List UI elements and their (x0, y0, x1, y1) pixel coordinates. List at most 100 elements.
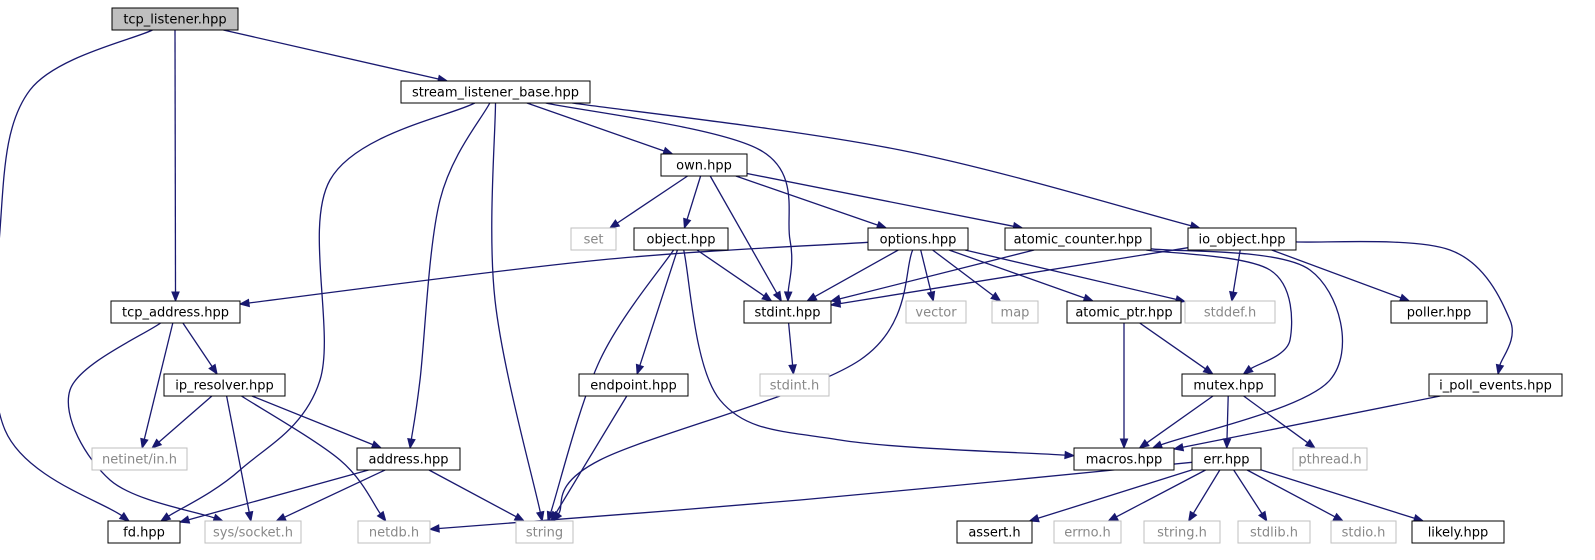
node-mutex[interactable]: mutex.hpp (1181, 373, 1276, 397)
node-box (956, 520, 1033, 544)
edge-tcp_address-to-netinet (143, 322, 174, 440)
node-label: set (584, 233, 604, 248)
arrowhead-own-to-options (875, 220, 888, 230)
node-macros[interactable]: macros.hpp (1073, 447, 1175, 471)
arrowhead-tcp_listener-to-tcp_address (171, 291, 180, 303)
node-label: tcp_listener.hpp (123, 13, 226, 28)
edges (0, 29, 1513, 533)
node-box (1073, 447, 1175, 471)
node-label: stdlib.h (1250, 526, 1298, 541)
arrowhead-atomic_counter-to-mutex (1242, 364, 1254, 375)
node-stream-listener-base[interactable]: stream_listener_base.hpp (400, 80, 591, 104)
node-atomic-ptr[interactable]: atomic_ptr.hpp (1066, 300, 1182, 324)
arrowhead-stream_listener_base-to-own (662, 146, 674, 155)
node-box (905, 300, 967, 324)
node-label: object.hpp (647, 233, 716, 248)
arrowhead-atomic_ptr-to-mutex (1202, 365, 1214, 375)
edge-endpoint-to-string (555, 395, 628, 514)
node-atomic-counter[interactable]: atomic_counter.hpp (1004, 227, 1152, 251)
node-box (107, 520, 181, 544)
node-likely[interactable]: likely.hpp (1411, 520, 1505, 544)
node-box (515, 520, 574, 544)
node-box (660, 153, 748, 177)
edge-object-to-stdint_hpp (696, 249, 765, 297)
edge-err-to-likely (1260, 469, 1415, 519)
edge-mutex-to-err (1226, 395, 1229, 440)
node-fd[interactable]: fd.hpp (107, 520, 181, 544)
node-netdb: netdb.h (357, 520, 431, 544)
arrowhead-io_object-to-poller (1398, 293, 1411, 302)
node-i-poll-events[interactable]: i_poll_events.hpp (1428, 373, 1563, 397)
node-box (743, 300, 832, 324)
arrowhead-stream_listener_base-to-address (407, 438, 416, 450)
edge-mutex-to-macros (1146, 395, 1214, 444)
node-label: netinet/in.h (102, 453, 177, 468)
edge-err-to-errno (1116, 469, 1206, 518)
edge-stream_listener_base-to-string (491, 102, 541, 513)
node-box (578, 373, 689, 397)
edge-object-to-macros (683, 249, 1066, 456)
node-label: i_poll_events.hpp (1439, 379, 1552, 394)
arrowhead-endpoint-to-string (550, 510, 560, 523)
edge-options-to-map (932, 249, 994, 297)
node-stdint-hpp[interactable]: stdint.hpp (743, 300, 832, 324)
node-box (570, 227, 617, 251)
node-address[interactable]: address.hpp (356, 447, 461, 471)
node-stdint-h: stdint.h (759, 373, 830, 397)
node-box (1191, 447, 1262, 471)
node-box (1181, 373, 1276, 397)
node-box (867, 227, 969, 251)
node-stddef: stddef.h (1184, 300, 1276, 324)
node-assert[interactable]: assert.h (956, 520, 1033, 544)
node-object[interactable]: object.hpp (633, 227, 729, 251)
node-poller[interactable]: poller.hpp (1390, 300, 1488, 324)
arrowhead-options-to-vector (926, 290, 936, 303)
node-label: options.hpp (880, 233, 957, 248)
node-label: vector (915, 306, 957, 321)
arrowhead-mutex-to-err (1222, 438, 1232, 450)
node-tcp-listener[interactable]: tcp_listener.hpp (111, 7, 239, 31)
node-vector: vector (905, 300, 967, 324)
arrowhead-i_poll_events-to-macros (1172, 442, 1185, 452)
arrowhead-object-to-endpoint (635, 363, 645, 376)
edge-atomic_ptr-to-mutex (1139, 322, 1206, 370)
arrowhead-stream_listener_base-to-stdint_hpp (783, 291, 793, 303)
node-box (991, 300, 1039, 324)
node-ip-resolver[interactable]: ip_resolver.hpp (163, 373, 286, 397)
node-string-h: string.h (1143, 520, 1221, 544)
edge-tcp_listener-to-stream_listener_base (223, 29, 439, 80)
node-label: likely.hpp (1428, 526, 1489, 541)
node-io-object[interactable]: io_object.hpp (1187, 227, 1297, 251)
arrowhead-options-to-atomic_ptr (1082, 293, 1095, 302)
arrowhead-mutex-to-pthread (1304, 438, 1316, 449)
node-tcp-address[interactable]: tcp_address.hpp (110, 300, 241, 324)
arrowhead-io_object-to-stdint_hpp (829, 299, 842, 308)
edge-tcp_address-to-ip_resolver (182, 322, 213, 367)
edge-tcp_listener-to-tcp_address (174, 29, 177, 293)
node-netinet: netinet/in.h (91, 447, 188, 471)
node-box (1066, 300, 1182, 324)
node-label: tcp_address.hpp (122, 306, 229, 321)
edge-own-to-object (686, 175, 702, 220)
node-box (163, 373, 286, 397)
node-box (1184, 300, 1276, 324)
node-err[interactable]: err.hpp (1191, 447, 1262, 471)
arrowhead-ip_resolver-to-sys_socket (244, 510, 254, 523)
node-label: address.hpp (369, 453, 449, 468)
node-options[interactable]: options.hpp (867, 227, 969, 251)
node-stdlib: stdlib.h (1237, 520, 1311, 544)
arrowhead-stream_listener_base-to-string (535, 510, 545, 523)
node-label: io_object.hpp (1198, 233, 1285, 248)
node-box (1187, 227, 1297, 251)
edge-options-to-stddef (964, 249, 1177, 301)
arrowhead-err-to-errno (1107, 512, 1119, 522)
node-box (1292, 447, 1368, 471)
node-endpoint[interactable]: endpoint.hpp (578, 373, 689, 397)
node-box (204, 520, 302, 544)
edge-stream_listener_base-to-stdint_hpp (545, 102, 793, 293)
node-stdio: stdio.h (1330, 520, 1397, 544)
node-box (91, 447, 188, 471)
node-own[interactable]: own.hpp (660, 153, 748, 177)
node-errno: errno.h (1053, 520, 1122, 544)
